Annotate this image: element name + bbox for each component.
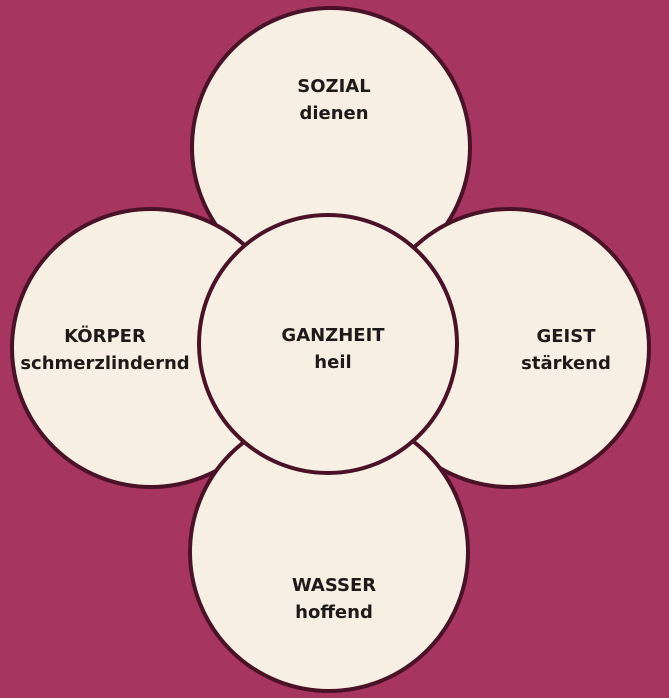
top-subtitle: dienen [299, 103, 369, 124]
top-label: SOZIAL dienen [297, 73, 370, 127]
right-title: GEIST [536, 326, 596, 347]
center-subtitle: heil [314, 352, 352, 373]
right-label: GEIST stärkend [521, 323, 611, 377]
circle-center [197, 213, 459, 475]
right-subtitle: stärkend [521, 353, 611, 374]
center-title: GANZHEIT [281, 325, 385, 346]
top-title: SOZIAL [297, 76, 371, 97]
left-label: KÖRPER schmerzlindernd [20, 323, 189, 377]
bottom-label: WASSER hoffend [292, 572, 376, 626]
bottom-subtitle: hoffend [295, 602, 373, 623]
bottom-title: WASSER [291, 575, 377, 596]
left-subtitle: schmerzlindernd [20, 353, 190, 374]
center-label: GANZHEIT heil [281, 322, 384, 376]
left-title: KÖRPER [64, 326, 146, 347]
